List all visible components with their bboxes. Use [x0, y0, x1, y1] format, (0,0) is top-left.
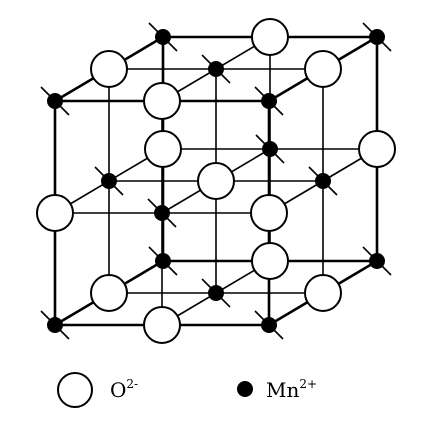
spin-tick [147, 198, 158, 209]
manganese-ion [201, 54, 231, 84]
manganese-ion-symbol [237, 381, 253, 397]
spin-tick [113, 185, 124, 196]
manganese-dot [369, 29, 385, 45]
manganese-ion [148, 246, 178, 276]
oxide-ion [90, 50, 128, 88]
oxide-ion [358, 130, 396, 168]
manganese-dot [369, 253, 385, 269]
manganese-ion [40, 86, 70, 116]
legend-item-manganese: Mn2+ [237, 377, 317, 402]
spin-tick [273, 329, 284, 340]
spin-tick [381, 41, 392, 52]
spin-tick [362, 22, 373, 33]
manganese-ion [94, 166, 124, 196]
spin-tick [40, 310, 51, 321]
spin-tick [254, 86, 265, 97]
oxide-ion [90, 274, 128, 312]
manganese-dot [208, 285, 224, 301]
spin-tick [308, 166, 319, 177]
legend: O2- Mn2+ [57, 372, 317, 408]
spin-tick [167, 41, 178, 52]
oxide-ion [304, 274, 342, 312]
spin-tick [201, 278, 212, 289]
manganese-ion [362, 22, 392, 52]
manganese-ion [362, 246, 392, 276]
spin-tick [166, 217, 177, 228]
spin-tick [220, 73, 231, 84]
spin-tick [167, 265, 178, 276]
spin-tick [220, 297, 231, 308]
manganese-ion [255, 134, 285, 164]
oxide-ion [250, 194, 288, 232]
oxide-ion [304, 50, 342, 88]
lattice-atoms [36, 18, 396, 344]
manganese-ion [148, 22, 178, 52]
manganese-ion [201, 278, 231, 308]
manganese-dot [208, 61, 224, 77]
oxide-ion [251, 18, 289, 56]
oxide-ion [144, 130, 182, 168]
manganese-dot [155, 253, 171, 269]
legend-label-manganese: Mn2+ [266, 377, 317, 402]
spin-tick [254, 310, 265, 321]
spin-tick [59, 329, 70, 340]
spin-tick [94, 166, 105, 177]
manganese-ion [254, 86, 284, 116]
manganese-ion [147, 198, 177, 228]
legend-label-oxide: O2- [110, 377, 138, 402]
manganese-dot [154, 205, 170, 221]
manganese-dot [155, 29, 171, 45]
manganese-ion [308, 166, 338, 196]
oxide-ion [197, 162, 235, 200]
oxide-ion [251, 242, 289, 280]
manganese-dot [262, 141, 278, 157]
manganese-dot [315, 173, 331, 189]
oxide-ion [143, 306, 181, 344]
spin-tick [381, 265, 392, 276]
manganese-dot [47, 317, 63, 333]
spin-tick [362, 246, 373, 257]
spin-tick [255, 134, 266, 145]
spin-tick [40, 86, 51, 97]
spin-tick [273, 105, 284, 116]
manganese-ion [254, 310, 284, 340]
oxide-ion [36, 194, 74, 232]
oxide-ion-symbol [57, 372, 93, 408]
spin-tick [59, 105, 70, 116]
legend-item-oxide: O2- [57, 372, 138, 408]
spin-tick [274, 153, 285, 164]
spin-tick [148, 246, 159, 257]
manganese-dot [261, 317, 277, 333]
spin-tick [201, 54, 212, 65]
manganese-dot [47, 93, 63, 109]
manganese-dot [101, 173, 117, 189]
spin-tick [327, 185, 338, 196]
manganese-dot [261, 93, 277, 109]
oxide-ion [143, 82, 181, 120]
manganese-ion [40, 310, 70, 340]
spin-tick [148, 22, 159, 33]
